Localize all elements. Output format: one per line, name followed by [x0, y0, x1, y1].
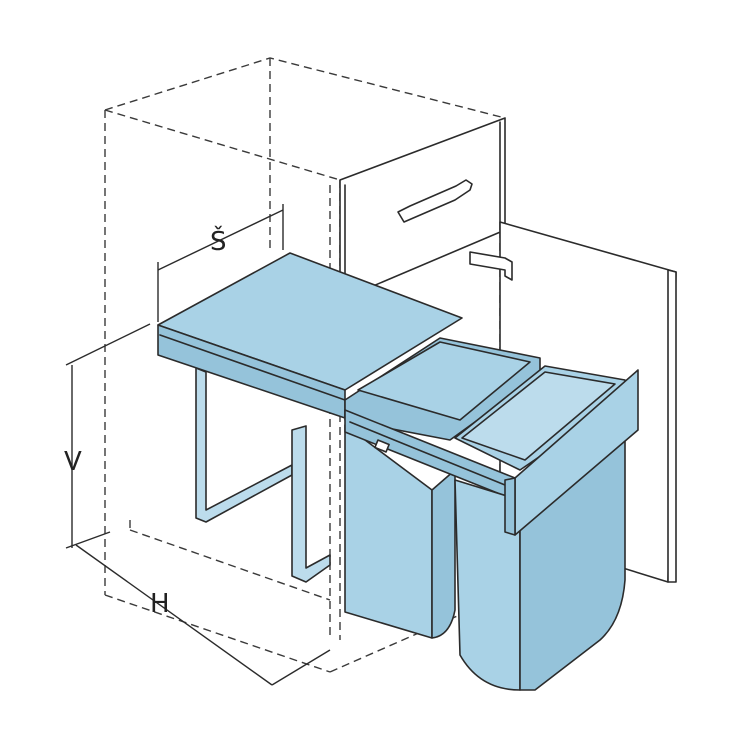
height-dimension: [65, 323, 151, 549]
bin-back: [344, 337, 541, 639]
depth-dimension: [75, 544, 331, 686]
rail-clip: [374, 439, 390, 453]
bin-front: [454, 365, 639, 691]
door-hinge: [469, 251, 513, 281]
lid: [157, 252, 463, 419]
frame-legs: [195, 367, 331, 583]
depth-label: H: [150, 589, 170, 619]
height-label: V: [64, 447, 82, 477]
width-dimension: [157, 204, 284, 322]
width-label: Š: [210, 225, 227, 257]
drawer-handle: [397, 179, 473, 223]
